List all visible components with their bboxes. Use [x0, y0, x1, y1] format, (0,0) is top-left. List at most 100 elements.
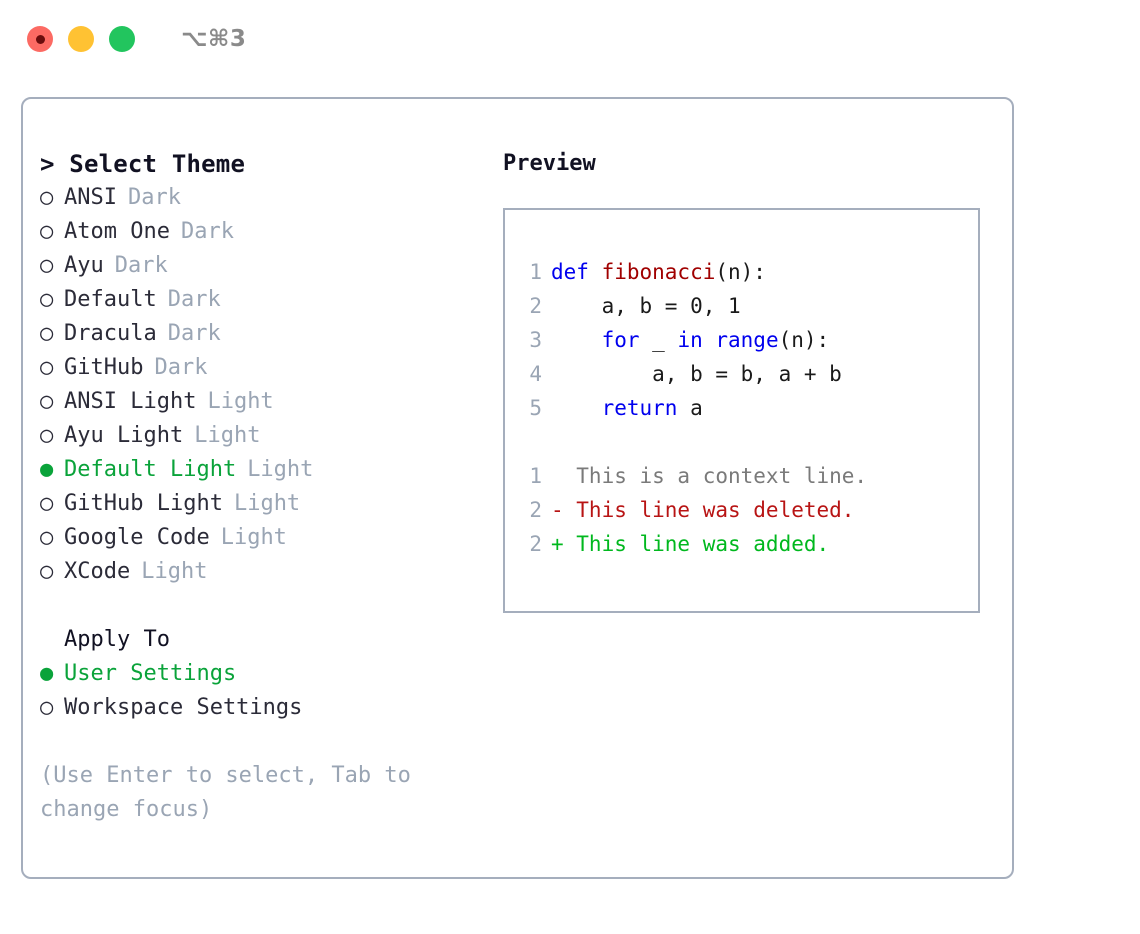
code-token-fn: fibonacci [601, 260, 716, 284]
theme-variant-badge: Dark [167, 321, 221, 346]
theme-option-label: Atom One [64, 219, 170, 244]
code-diff-spacer [505, 425, 978, 459]
close-icon [35, 34, 45, 44]
theme-variant-badge: Light [141, 559, 208, 584]
title-bar: ⌥⌘3 [0, 0, 1140, 78]
code-token-plain: (n): [778, 328, 830, 352]
theme-variant-badge: Dark [167, 287, 221, 312]
theme-option-label: Default Light [64, 457, 237, 482]
diff-line-deleted: 2- This line was deleted. [505, 493, 978, 527]
close-window-button[interactable] [27, 26, 53, 52]
apply-to-option-workspace-settings[interactable]: ○ Workspace Settings [40, 691, 480, 725]
line-number: 5 [529, 396, 542, 420]
line-number: 2 [529, 294, 542, 318]
theme-variant-badge: Light [247, 457, 314, 482]
radio-unselected-icon: ○ [40, 253, 54, 278]
code-line-text: for _ in range(n): [551, 323, 830, 357]
theme-option-atom-one[interactable]: ○ Atom One Dark [40, 215, 480, 249]
diff-line-text: + This line was added. [551, 532, 830, 556]
radio-unselected-icon: ○ [40, 355, 54, 380]
code-token-plain: a, b = 0, 1 [551, 294, 741, 318]
diff-line-added: 2 + This line was added. [505, 527, 978, 561]
code-line-text: a, b = b, a + b [551, 357, 842, 391]
theme-option-ansi[interactable]: ○ ANSI Dark [40, 181, 480, 215]
code-token-plain: a, b = b, a + b [551, 362, 842, 386]
diff-line-context: 1 This is a context line. [505, 459, 978, 493]
theme-option-label: GitHub Light [64, 491, 223, 516]
theme-variant-badge: Dark [127, 185, 181, 210]
line-number: 1 [529, 464, 542, 488]
theme-variant-badge: Light [194, 423, 261, 448]
line-number: 2 [529, 532, 542, 556]
theme-variant-badge: Light [207, 389, 274, 414]
code-token-kw: for [601, 328, 640, 352]
code-line-text: def fibonacci(n): [551, 255, 766, 289]
code-token-plain: _ [639, 328, 678, 352]
maximize-window-button[interactable] [109, 26, 135, 52]
theme-option-ayu-light[interactable]: ○ Ayu Light Light [40, 419, 480, 453]
minimize-window-button[interactable] [68, 26, 94, 52]
line-number: 4 [529, 362, 542, 386]
code-token-plain [551, 328, 602, 352]
code-token-kw: def [551, 260, 602, 284]
radio-unselected-icon: ○ [40, 287, 54, 312]
theme-option-label: Default [64, 287, 157, 312]
code-token-kw: in range [677, 328, 779, 352]
keyboard-shortcut-label: ⌥⌘3 [181, 26, 247, 52]
apply-to-heading: Apply To [64, 627, 170, 652]
theme-option-label: XCode [64, 559, 131, 584]
radio-unselected-icon: ○ [40, 559, 54, 584]
theme-option-default[interactable]: ○ Default Dark [40, 283, 480, 317]
radio-selected-icon: ● [40, 457, 54, 482]
radio-unselected-icon: ○ [40, 219, 54, 244]
theme-option-label: ANSI [64, 185, 117, 210]
theme-option-dracula[interactable]: ○ Dracula Dark [40, 317, 480, 351]
theme-picker-header: > Select Theme [40, 150, 246, 178]
radio-unselected-icon: ○ [40, 321, 54, 346]
radio-unselected-icon: ○ [40, 185, 54, 210]
code-line: 2 a, b = 0, 1 [505, 289, 978, 323]
code-line: 4 a, b = b, a + b [505, 357, 978, 391]
theme-option-label: Dracula [64, 321, 157, 346]
theme-option-label: GitHub [64, 355, 144, 380]
diff-line-text: This is a context line. [551, 464, 868, 488]
theme-option-label: Google Code [64, 525, 210, 550]
apply-to-option-label: Workspace Settings [64, 695, 303, 720]
apply-to-option-user-settings[interactable]: ● User Settings [40, 657, 480, 691]
code-token-kw: return [601, 396, 678, 420]
theme-variant-badge: Dark [180, 219, 234, 244]
code-line: 1 def fibonacci(n): [505, 255, 978, 289]
keyboard-hint-text: (Use Enter to select, Tab to change focu… [40, 763, 411, 822]
theme-option-default-light[interactable]: ● Default Light Light [40, 453, 480, 487]
code-line-text: return a [551, 391, 703, 425]
apply-to-option-list: ● User Settings ○ Workspace Settings [40, 657, 480, 725]
radio-unselected-icon: ○ [40, 423, 54, 448]
radio-unselected-icon: ○ [40, 695, 54, 720]
code-token-plain: (n): [715, 260, 766, 284]
preview-title: Preview [503, 151, 596, 176]
code-line: 5 return a [505, 391, 978, 425]
radio-selected-icon: ● [40, 661, 54, 686]
code-line: 3 for _ in range(n): [505, 323, 978, 357]
line-number: 2 [529, 498, 542, 522]
theme-option-xcode[interactable]: ○ XCode Light [40, 555, 480, 589]
radio-unselected-icon: ○ [40, 491, 54, 516]
apply-to-option-label: User Settings [64, 661, 237, 686]
theme-option-label: Ayu Light [64, 423, 184, 448]
line-number: 1 [529, 260, 542, 284]
theme-option-label: ANSI Light [64, 389, 197, 414]
code-line-text: a, b = 0, 1 [551, 289, 741, 323]
theme-option-github[interactable]: ○ GitHub Dark [40, 351, 480, 385]
theme-variant-badge: Dark [154, 355, 208, 380]
theme-variant-badge: Dark [114, 253, 168, 278]
